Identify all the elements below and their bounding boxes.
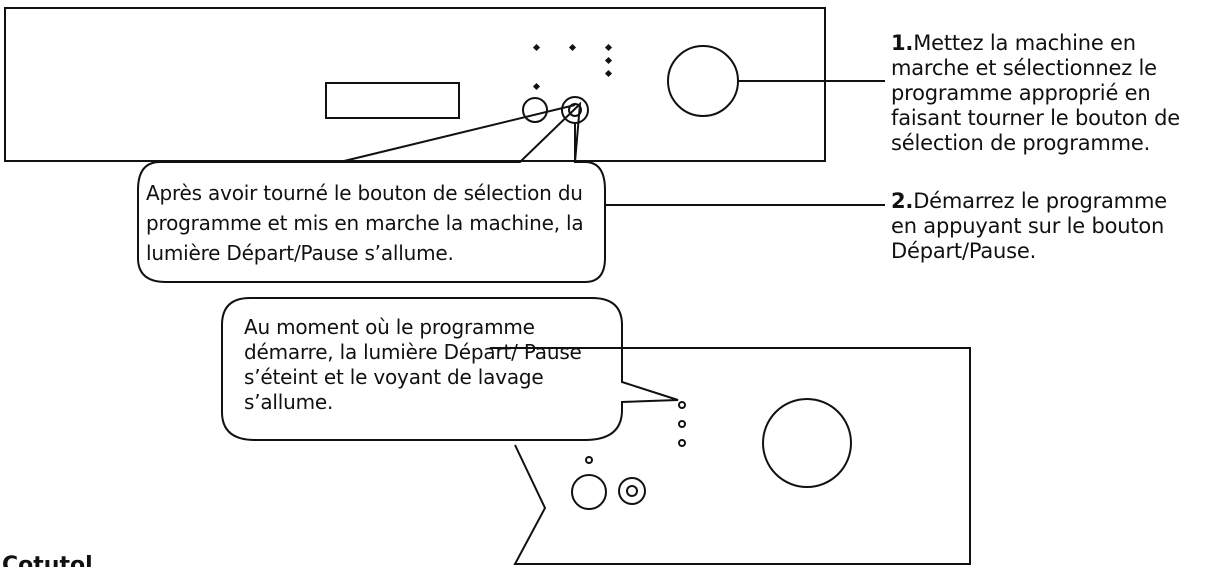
control-panel-bottom — [490, 347, 971, 565]
start-pause-button-inner — [568, 103, 582, 117]
step-1-description: Mettez la machine en marche et sélection… — [891, 31, 1180, 155]
speech-bubble-1-pointer — [339, 104, 576, 163]
speech-bubble-1 — [137, 101, 606, 283]
wash-indicator-1 — [678, 401, 686, 409]
speech-bubble-2 — [221, 297, 679, 441]
callout-wash-indicator: Au moment où le programme démarre, la lu… — [244, 315, 582, 414]
step-2-text: 2.Démarrez le programme en appuyant sur … — [891, 189, 1191, 264]
step-1-number: 1. — [891, 31, 914, 55]
start-pause-button-bottom-outer — [618, 477, 646, 505]
cut-off-heading: Cotutol — [2, 553, 93, 567]
program-selector-knob-bottom — [762, 398, 852, 488]
display-window — [325, 82, 460, 119]
indicator-dots-top — [532, 43, 613, 91]
wash-indicator-3 — [678, 439, 686, 447]
option-button-bottom — [571, 474, 607, 510]
step-2-description: Démarrez le programme en appuyant sur le… — [891, 189, 1167, 263]
indicator-bottom-small — [585, 456, 593, 464]
start-pause-button-bottom-inner — [626, 485, 638, 497]
step-1-text: 1.Mettez la machine en marche et sélecti… — [891, 31, 1191, 156]
callout-start-pause-light: Après avoir tourné le bouton de sélectio… — [146, 181, 584, 265]
program-selector-knob — [667, 45, 739, 117]
wash-indicator-2 — [678, 420, 686, 428]
option-button — [522, 97, 548, 123]
control-panel-top — [4, 7, 826, 162]
step-2-number: 2. — [891, 189, 914, 213]
